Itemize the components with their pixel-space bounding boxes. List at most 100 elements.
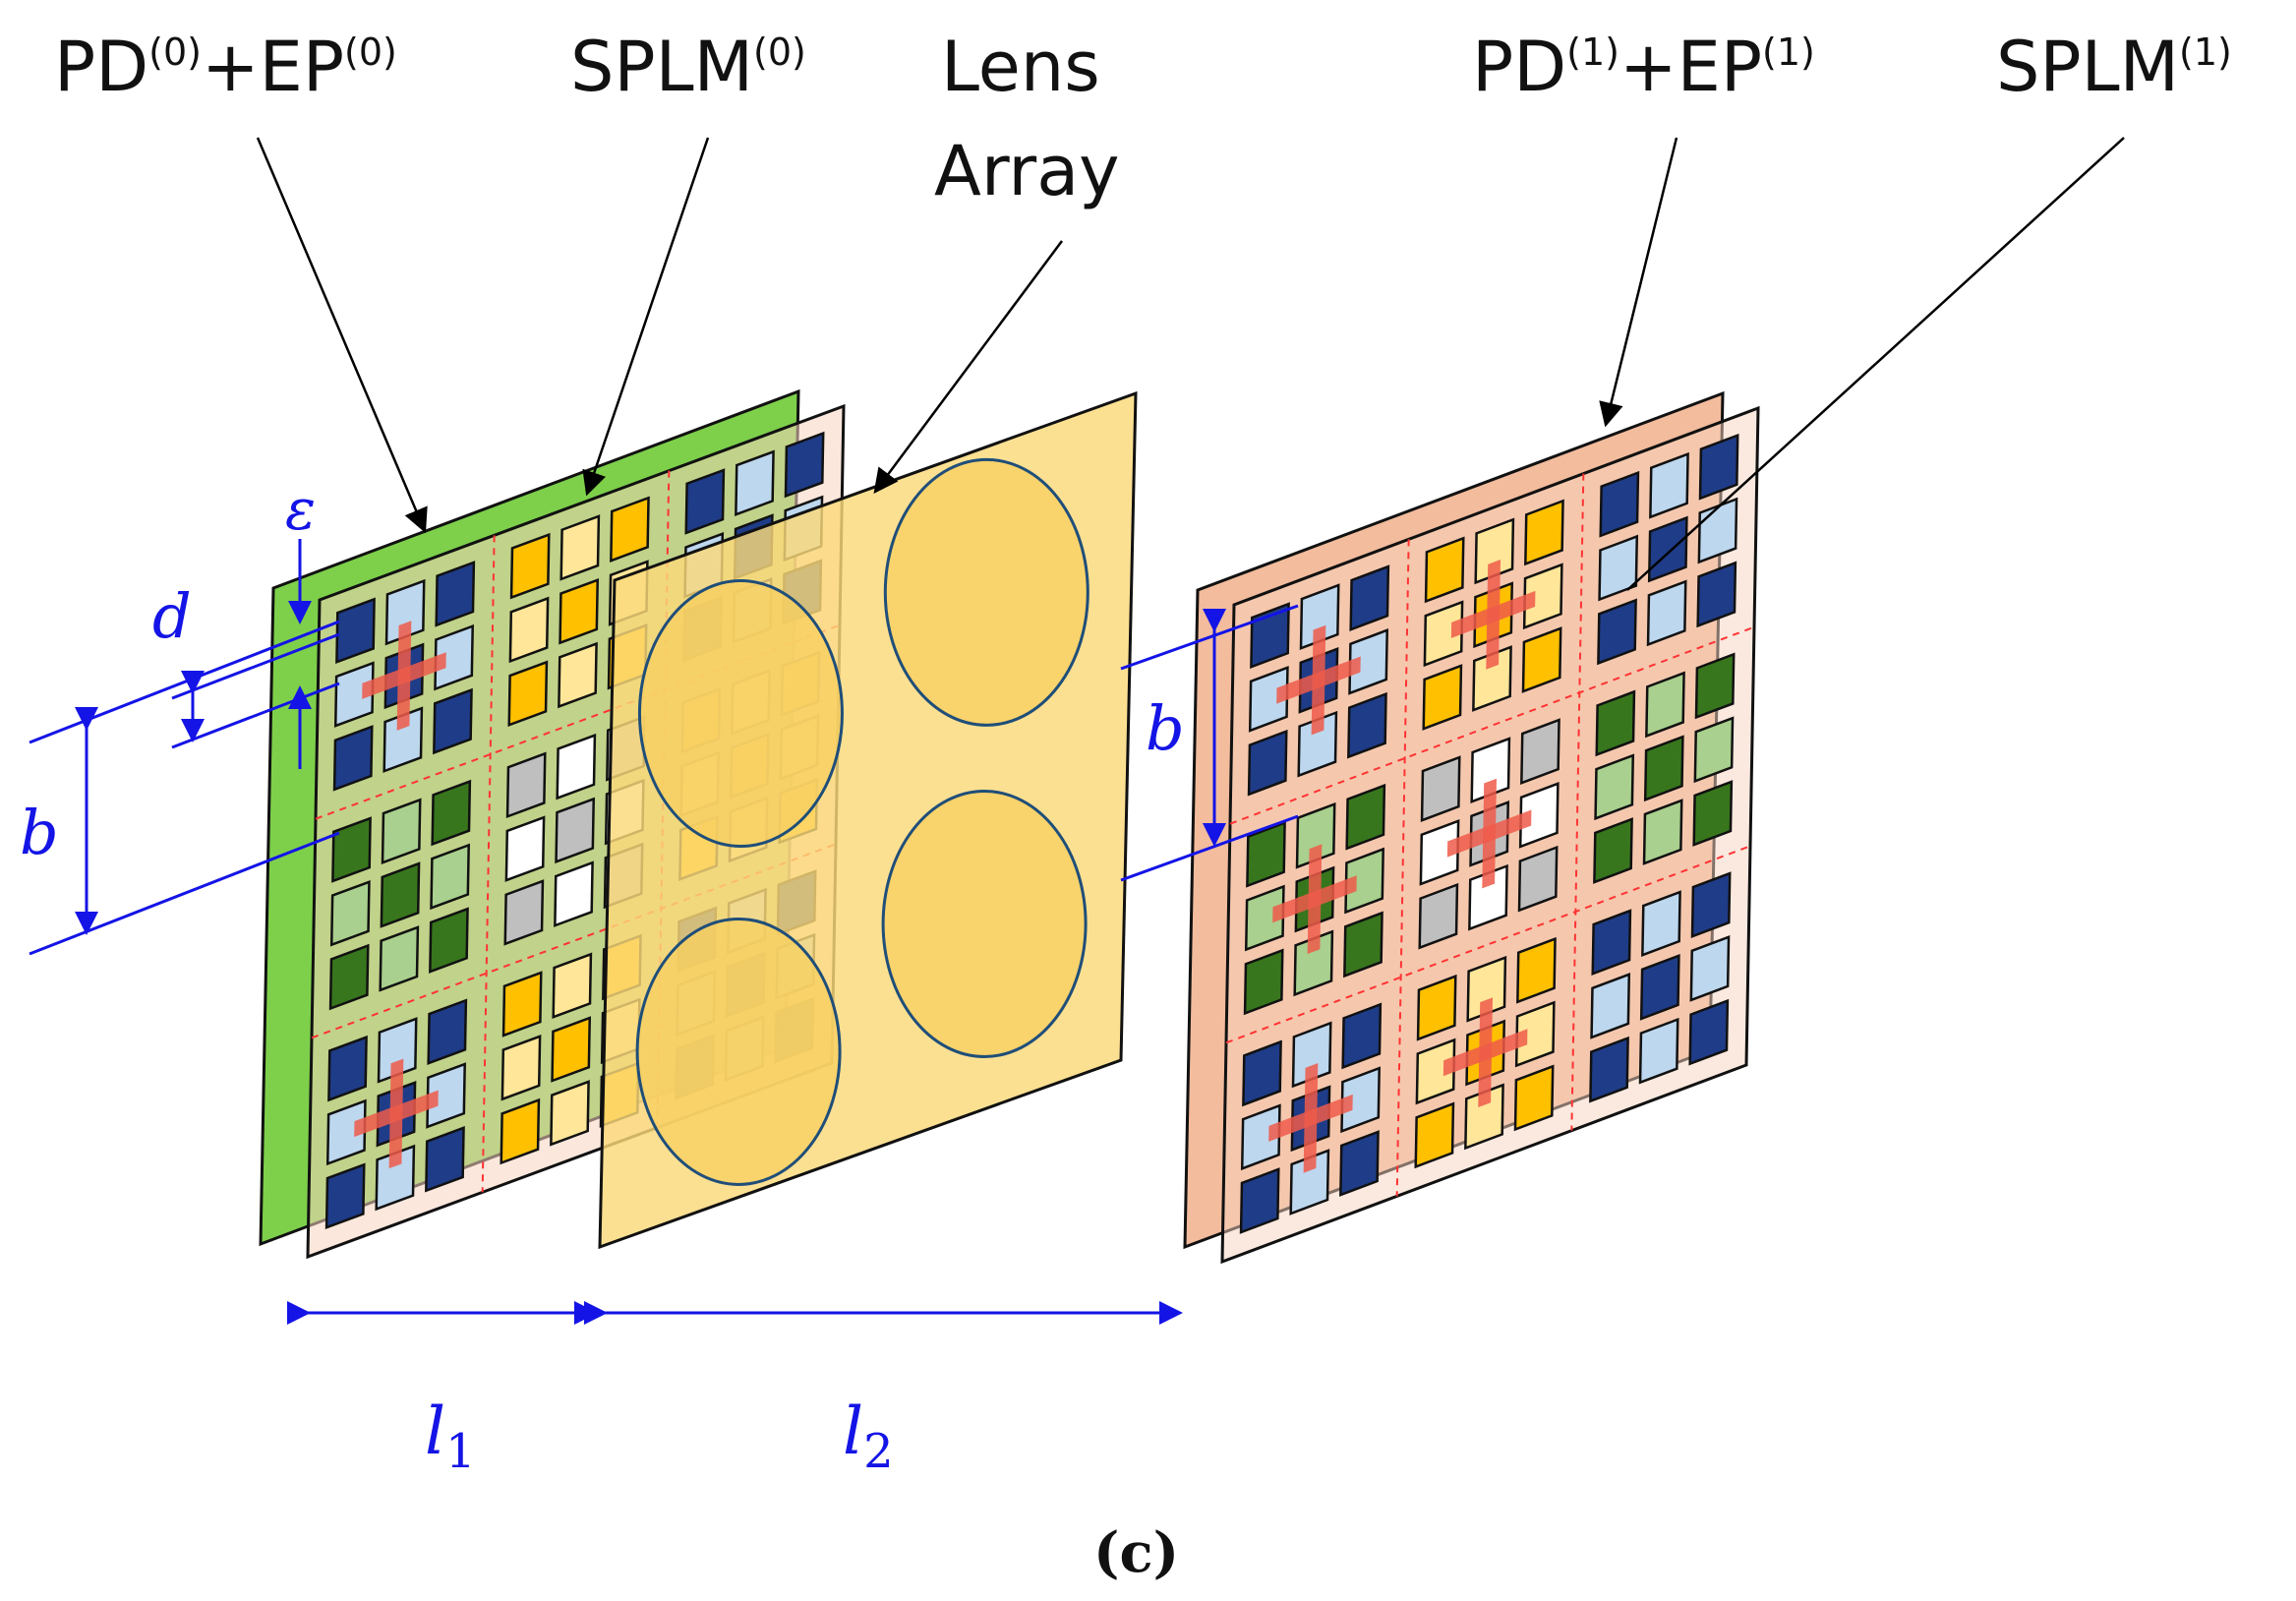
figure-caption: (c) <box>1093 1520 1179 1585</box>
leader-splm-1 <box>1626 137 2125 591</box>
pixel <box>1689 935 1731 1002</box>
pixel <box>507 660 549 727</box>
pixel <box>551 1016 592 1083</box>
pixel <box>555 797 596 864</box>
leader-lens-array <box>873 240 1064 495</box>
pixel <box>610 496 650 563</box>
error-marker <box>1268 1094 1353 1142</box>
pixel <box>1641 890 1681 957</box>
pixel <box>735 449 775 517</box>
pixel <box>1647 515 1688 583</box>
leader-pd-ep-1 <box>1599 137 1678 428</box>
label-splm-1: SPLM(1) <box>1996 27 2232 107</box>
pixel <box>1690 871 1732 938</box>
pixel <box>1295 801 1336 869</box>
pixel <box>1518 782 1560 849</box>
grid-divider <box>1225 845 1751 1044</box>
pixel <box>1591 909 1632 976</box>
pixel <box>1599 470 1640 538</box>
pixel <box>379 925 420 992</box>
pixel <box>1239 1167 1280 1234</box>
pixel <box>1242 1039 1282 1107</box>
pixel <box>1693 716 1735 784</box>
pixel <box>431 779 472 847</box>
pixel <box>552 952 593 1020</box>
pixel <box>1291 1021 1332 1089</box>
pixel <box>1240 1103 1281 1171</box>
pixel <box>1520 718 1560 785</box>
l2-symbol: l2 <box>843 1393 894 1479</box>
pixel <box>335 597 376 665</box>
pixel <box>1638 1017 1679 1085</box>
pixel <box>508 596 550 664</box>
pixel <box>327 1035 368 1102</box>
pixel <box>425 1126 465 1193</box>
pixel <box>1416 974 1457 1041</box>
pixel <box>1597 598 1637 666</box>
pixel <box>1593 817 1633 884</box>
pixel <box>1698 433 1739 501</box>
pixel <box>1243 948 1284 1016</box>
pixel <box>1688 998 1730 1066</box>
lens <box>883 457 1089 727</box>
pixel <box>333 661 375 728</box>
pixel <box>1642 799 1683 865</box>
pixel <box>1474 517 1515 585</box>
error-marker <box>354 1090 439 1138</box>
pixel <box>1247 729 1288 797</box>
label-lens-array-line2: Array <box>934 131 1120 211</box>
pixel <box>434 623 474 691</box>
d-symbol: d <box>152 580 192 652</box>
pixel <box>429 907 469 974</box>
pixel <box>377 1017 418 1084</box>
pixel <box>559 514 601 581</box>
pixel <box>380 861 421 928</box>
pixel <box>1299 583 1340 650</box>
pixel <box>384 578 426 646</box>
pixel <box>1349 564 1390 631</box>
label-lens-array-line1: Lens <box>941 27 1100 107</box>
pixel <box>1590 973 1631 1039</box>
pixel <box>1516 936 1557 1004</box>
lens <box>881 789 1088 1058</box>
pixel <box>558 641 598 709</box>
pixel <box>1246 820 1286 888</box>
pixel <box>500 1035 542 1101</box>
error-marker <box>1276 656 1361 704</box>
pixel <box>1341 1002 1383 1070</box>
pixel <box>1645 671 1685 739</box>
pixel <box>325 1098 367 1166</box>
leader-lines <box>256 137 2125 591</box>
pixel <box>1244 884 1285 952</box>
pixel <box>433 687 473 755</box>
pixel <box>1514 1000 1556 1068</box>
pixel <box>1339 1130 1380 1197</box>
pixel <box>1424 536 1465 604</box>
splm-1-plane <box>1220 405 1760 1265</box>
pixel <box>1248 666 1289 733</box>
error-marker <box>1450 590 1536 638</box>
pixel <box>500 1097 541 1165</box>
pixel <box>550 1080 590 1147</box>
label-pd-ep-0: PD(0)+EP(0) <box>54 27 397 107</box>
pixel <box>1639 954 1680 1021</box>
pixel <box>509 532 551 600</box>
pixel <box>381 798 422 865</box>
pixel <box>324 1162 366 1229</box>
b-right-lower-extension <box>1120 814 1299 882</box>
pixel <box>1524 499 1564 566</box>
pixel <box>331 816 372 883</box>
pixel <box>1348 628 1388 695</box>
pixel <box>505 751 547 819</box>
pixel <box>1643 735 1684 802</box>
error-marker <box>1446 809 1532 858</box>
pixel <box>1589 1036 1629 1103</box>
l1-symbol: l1 <box>425 1393 476 1479</box>
pixel <box>1696 561 1737 628</box>
pixel <box>329 880 371 947</box>
pixel <box>503 879 545 946</box>
pixel <box>1522 563 1563 630</box>
leader-pd-ep-0 <box>256 137 428 534</box>
b-left-symbol: b <box>20 797 59 868</box>
